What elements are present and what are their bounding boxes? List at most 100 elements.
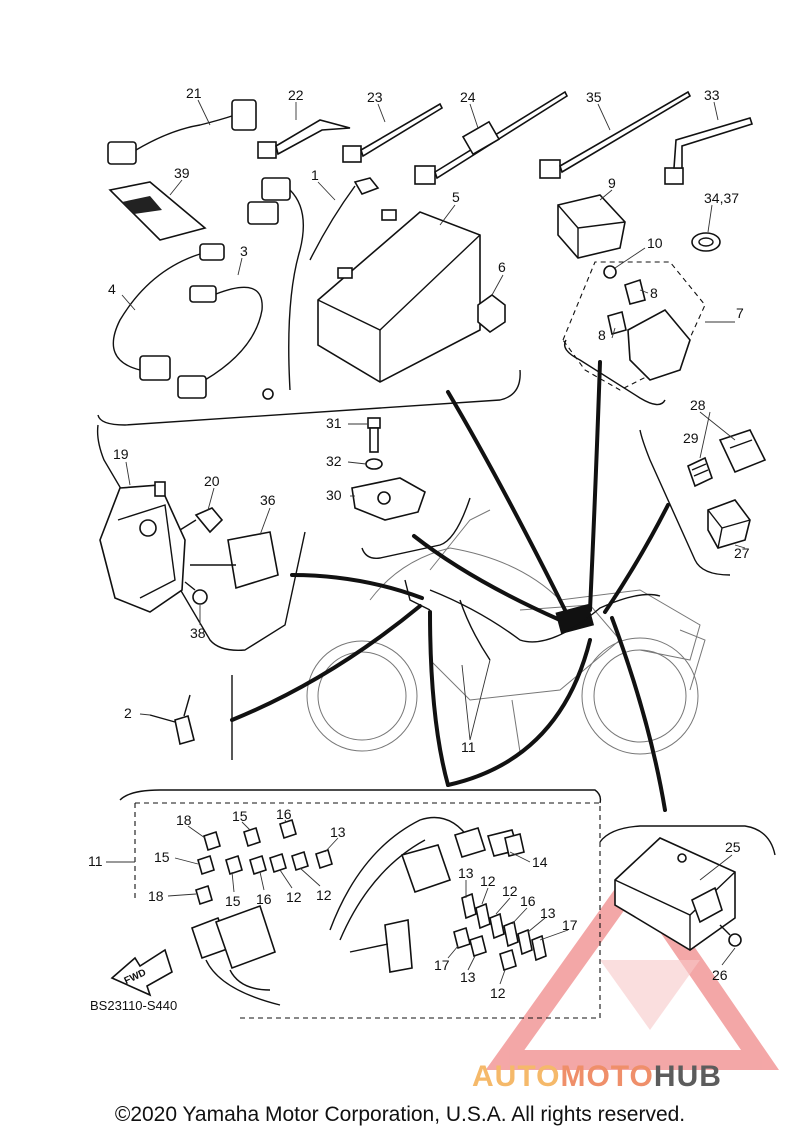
routing-cables — [230, 360, 670, 812]
part-22-cable-tie — [257, 119, 351, 159]
callout-numbers: 21 22 23 24 35 33 39 1 5 9 34,37 10 3 6 … — [88, 85, 750, 1013]
callout-30: 30 — [326, 487, 342, 503]
callout-16b: 16 — [256, 891, 272, 907]
part-20-clamp — [179, 507, 224, 534]
callout-8a: 8 — [650, 285, 658, 301]
callout-26: 26 — [712, 967, 728, 983]
callout-19: 19 — [113, 446, 129, 462]
callout-15c: 15 — [225, 893, 241, 909]
callout-27: 27 — [734, 545, 750, 561]
part-27-connector — [707, 499, 751, 549]
part-34-37-clamp — [691, 232, 721, 252]
callout-11b: 11 — [88, 853, 103, 869]
callout-12e: 12 — [490, 985, 506, 1001]
callout-12a: 12 — [480, 873, 496, 889]
part-35-cable-tie — [539, 90, 692, 179]
callout-36: 36 — [260, 492, 276, 508]
part-38-screw — [184, 581, 208, 605]
callout-20: 20 — [204, 473, 220, 489]
part-14-connector — [486, 829, 525, 857]
callout-34-37: 34,37 — [704, 190, 739, 206]
part-21-connector-lead — [107, 99, 257, 165]
callout-38: 38 — [190, 625, 206, 641]
callout-22: 22 — [288, 87, 304, 103]
part-36-pad — [190, 531, 279, 590]
leader-lines — [106, 99, 746, 985]
part-23-cable-tie — [342, 102, 444, 163]
callout-24: 24 — [460, 89, 476, 105]
callout-9: 9 — [608, 175, 616, 191]
callout-12d: 12 — [316, 887, 332, 903]
part-24-cable-tie-clamp — [414, 90, 569, 185]
callout-3: 3 — [240, 243, 248, 259]
callout-13d: 13 — [460, 969, 476, 985]
callout-17b: 17 — [434, 957, 450, 973]
part-30-bracket — [351, 477, 426, 521]
callout-16c: 16 — [520, 893, 536, 909]
watermark-auto: AUTO — [472, 1060, 561, 1093]
part-4-lead — [112, 243, 225, 381]
fwd-arrow — [110, 948, 173, 997]
callout-10: 10 — [647, 235, 663, 251]
watermark-hub: HUB — [653, 1060, 722, 1093]
callout-13a: 13 — [330, 824, 346, 840]
part-6-pad — [477, 294, 506, 333]
watermark-triangle — [485, 860, 779, 1070]
central-harness — [404, 579, 661, 661]
part-33-cable-tie — [664, 117, 754, 185]
callout-14: 14 — [532, 854, 548, 870]
callout-35: 35 — [586, 89, 602, 105]
callout-32: 32 — [326, 453, 342, 469]
callout-29: 29 — [683, 430, 699, 446]
motorcycle-outline — [306, 509, 706, 755]
callout-12b: 12 — [502, 883, 518, 899]
callout-16a: 16 — [276, 806, 292, 822]
part-29-seal — [687, 456, 713, 488]
part-32-washer — [365, 458, 383, 470]
callout-28: 28 — [690, 397, 706, 413]
part-9-relay — [557, 194, 626, 259]
callout-6: 6 — [498, 259, 506, 275]
copyright-notice: ©2020 Yamaha Motor Corporation, U.S.A. A… — [114, 1103, 686, 1126]
reference-code: BS23110-S440 — [90, 998, 177, 1013]
callout-7: 7 — [736, 305, 744, 321]
callout-31: 31 — [326, 415, 342, 431]
callout-17a: 17 — [562, 917, 578, 933]
fuse-holder-connector — [190, 904, 281, 1006]
callout-18a: 18 — [176, 812, 192, 828]
fuses-left — [195, 818, 333, 906]
harness-section — [329, 816, 487, 973]
callout-4: 4 — [108, 281, 116, 297]
callout-13c: 13 — [540, 905, 556, 921]
fuse-box-detail — [190, 816, 547, 1006]
callout-15a: 15 — [232, 808, 248, 824]
callout-25: 25 — [725, 839, 741, 855]
callout-12c: 12 — [286, 889, 302, 905]
part-31-bolt — [367, 417, 381, 453]
callout-8b: 8 — [598, 327, 606, 343]
watermark-moto: MOTO — [560, 1060, 654, 1093]
callout-33: 33 — [704, 87, 720, 103]
part-26-bolt — [719, 924, 742, 947]
callout-23: 23 — [367, 89, 383, 105]
part-3-lead — [177, 285, 263, 399]
callout-18b: 18 — [148, 888, 164, 904]
part-5-battery — [317, 209, 481, 383]
watermark-logo: AUTOMOTOHUB — [472, 1060, 722, 1094]
callout-2: 2 — [124, 705, 132, 721]
region-outlines — [96, 261, 776, 1019]
part-25-control-unit — [614, 837, 736, 951]
callout-39: 39 — [174, 165, 190, 181]
callout-21: 21 — [186, 85, 202, 101]
callout-5: 5 — [452, 189, 460, 205]
callout-13b: 13 — [458, 865, 474, 881]
part-1-wire-lead — [247, 177, 380, 400]
callout-15b: 15 — [154, 849, 170, 865]
part-28-connector — [718, 429, 767, 474]
part-19-cover — [99, 481, 186, 613]
callout-1: 1 — [311, 167, 319, 183]
fuses-right — [453, 892, 547, 972]
part-2-sensor — [149, 694, 195, 746]
